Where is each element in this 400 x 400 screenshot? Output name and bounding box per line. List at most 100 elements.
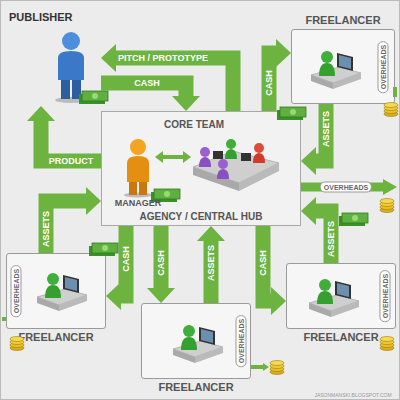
arrow-label: ASSETS xyxy=(326,221,336,257)
overheads-arrow xyxy=(383,179,397,195)
overheads-arrow xyxy=(2,317,6,321)
core-team-desks xyxy=(199,157,211,167)
node-caption: AGENCY / CENTRAL HUB xyxy=(102,210,300,223)
core-team-desks xyxy=(226,139,236,149)
coin-stack xyxy=(384,103,398,117)
publisher-figure xyxy=(55,32,87,103)
manager-figure xyxy=(129,179,137,195)
arrow-label: CASH xyxy=(264,70,274,96)
flow-arrow xyxy=(154,226,169,288)
core-team-desks xyxy=(254,143,264,153)
node-heading: FREELANCER xyxy=(142,381,250,394)
flow-arrow xyxy=(121,226,126,296)
publisher-figure xyxy=(55,97,87,103)
freelancer-workstation xyxy=(309,279,359,317)
freelancer-box: FREELANCER xyxy=(291,29,395,104)
overheads-arrow xyxy=(251,365,263,369)
coin-stack xyxy=(10,103,398,375)
freelancer-workstation xyxy=(37,273,87,311)
freelancer-box: FREELANCER xyxy=(286,263,396,329)
core-team-desks xyxy=(193,151,279,183)
cash-stack xyxy=(79,91,368,256)
flow-arrow xyxy=(269,53,276,111)
manager-team-arrow xyxy=(161,155,185,159)
manager-team-arrow xyxy=(183,151,191,163)
arrow-label: CASH xyxy=(134,78,160,88)
publisher-figure-node: PUBLISHER xyxy=(6,9,101,106)
overheads-arrow xyxy=(301,183,383,192)
manager-figure xyxy=(124,193,152,198)
cash-stack xyxy=(79,91,108,104)
coin-stack xyxy=(380,199,394,213)
overheads-tag: OVERHEADS xyxy=(378,41,389,93)
freelancer-workstation xyxy=(37,51,361,363)
watermark: JASONMANSKI.BLOGSPOT.COM xyxy=(314,392,391,398)
core-team-desks xyxy=(217,169,229,179)
node-heading: FREELANCER xyxy=(287,331,395,344)
node-heading: FREELANCER xyxy=(7,331,105,344)
flow-arrow xyxy=(101,83,186,96)
overheads-arrow xyxy=(263,363,269,371)
core-team-desks xyxy=(193,167,239,191)
central-hub-box: CORE TEAM AGENCY / CENTRAL HUB xyxy=(101,111,301,226)
overheads-arrow xyxy=(2,87,397,371)
manager-figure xyxy=(139,179,147,195)
core-team-desks xyxy=(193,139,279,191)
cash-stack xyxy=(89,243,118,256)
publisher-figure xyxy=(58,51,84,80)
node-heading: CORE TEAM xyxy=(164,118,224,131)
arrow-label: ASSETS xyxy=(41,211,51,247)
arrow-label: PITCH / PROTOTYPE xyxy=(118,53,208,63)
manager-figure xyxy=(124,139,152,198)
arrow-label: PRODUCT xyxy=(49,156,94,166)
flow-arrow xyxy=(263,226,271,301)
flow-arrow xyxy=(41,121,101,161)
core-team-desks xyxy=(218,159,228,169)
node-heading: FREELANCER xyxy=(292,14,394,27)
core-team-desks xyxy=(241,153,251,161)
coin-stack xyxy=(10,337,24,351)
manager-figure xyxy=(130,139,146,155)
cash-stack xyxy=(277,107,306,120)
cash-stack xyxy=(339,213,368,226)
manager-figure xyxy=(127,156,149,182)
core-team-desks xyxy=(239,163,279,191)
flow-arrow xyxy=(204,241,219,303)
flow-arrow xyxy=(116,58,233,111)
core-team-desks xyxy=(253,153,265,163)
freelancer-box: FREELANCER xyxy=(141,303,251,379)
cash-stack xyxy=(151,189,180,202)
freelancer-box: FREELANCER xyxy=(6,253,106,329)
arrow-label: ASSETS xyxy=(321,111,331,147)
flow-arrow xyxy=(316,104,326,161)
coin-stack xyxy=(380,337,394,351)
overheads-tag: OVERHEADS xyxy=(320,182,372,193)
flow-arrow xyxy=(316,211,331,263)
publisher-figure xyxy=(61,77,70,99)
arrow-label: CASH xyxy=(156,250,166,276)
freelancer-workstation xyxy=(173,325,223,363)
node-heading: PUBLISHER xyxy=(9,11,73,24)
flow-arrow xyxy=(46,201,86,253)
role-label: MANAGER xyxy=(115,198,162,208)
arrow-label: ASSETS xyxy=(206,245,216,281)
freelancer-workstation xyxy=(311,51,361,89)
arrow-label: CASH xyxy=(121,246,131,272)
overheads-tag: OVERHEADS xyxy=(380,270,391,322)
overheads-tag: OVERHEADS xyxy=(11,265,22,317)
core-team-desks xyxy=(200,147,210,157)
arrow-label: CASH xyxy=(258,250,268,276)
publisher-figure xyxy=(72,77,81,99)
manager-team-arrow xyxy=(155,151,191,163)
overheads-tag: OVERHEADS xyxy=(236,315,247,367)
overheads-arrow xyxy=(393,87,397,97)
publisher-figure xyxy=(62,32,80,50)
core-team-desks xyxy=(225,149,237,159)
coin-stack xyxy=(270,361,284,375)
manager-team-arrow xyxy=(155,151,163,163)
core-team-desks xyxy=(213,151,223,159)
